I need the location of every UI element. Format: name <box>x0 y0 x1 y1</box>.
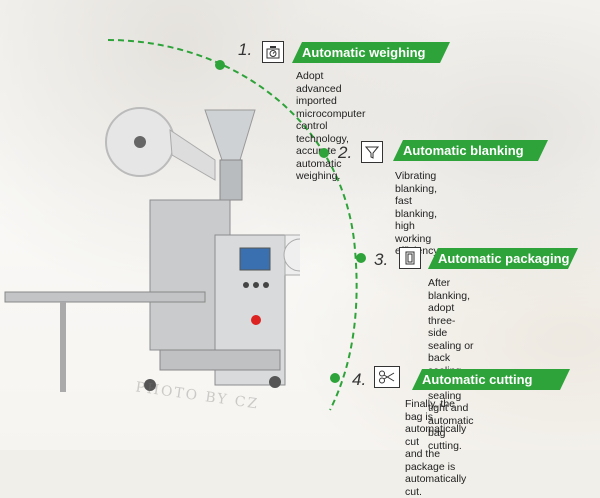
step-1-description: Adopt advanced imported microcomputer co… <box>296 70 366 182</box>
scissors-icon <box>374 366 400 388</box>
funnel-icon <box>361 141 383 163</box>
step-1-marker <box>215 60 225 70</box>
step-2-number: 2. <box>338 143 353 162</box>
step-1-number: 1. <box>238 40 253 59</box>
step-3-title: Automatic packaging <box>428 248 578 269</box>
step-1-title: Automatic weighing <box>292 42 450 63</box>
step-2-marker <box>319 148 329 158</box>
dashed-arc <box>107 39 358 411</box>
step-4-title: Automatic cutting <box>412 369 570 390</box>
packing-machine-illustration <box>4 107 300 392</box>
scale-icon <box>262 41 284 63</box>
step-2-description: Vibrating blanking, fast blanking, high … <box>395 170 441 257</box>
package-icon <box>399 247 421 269</box>
step-3-marker <box>356 253 366 263</box>
step-4-marker <box>330 373 340 383</box>
step-3-description: After blanking, adopt three-side sealing… <box>428 277 474 452</box>
step-3-number: 3. <box>374 250 389 269</box>
step-4-number: 4. <box>352 370 367 389</box>
step-2-title: Automatic blanking <box>393 140 548 161</box>
step-4-description: Finally, the bag is automatically cut an… <box>405 398 467 498</box>
